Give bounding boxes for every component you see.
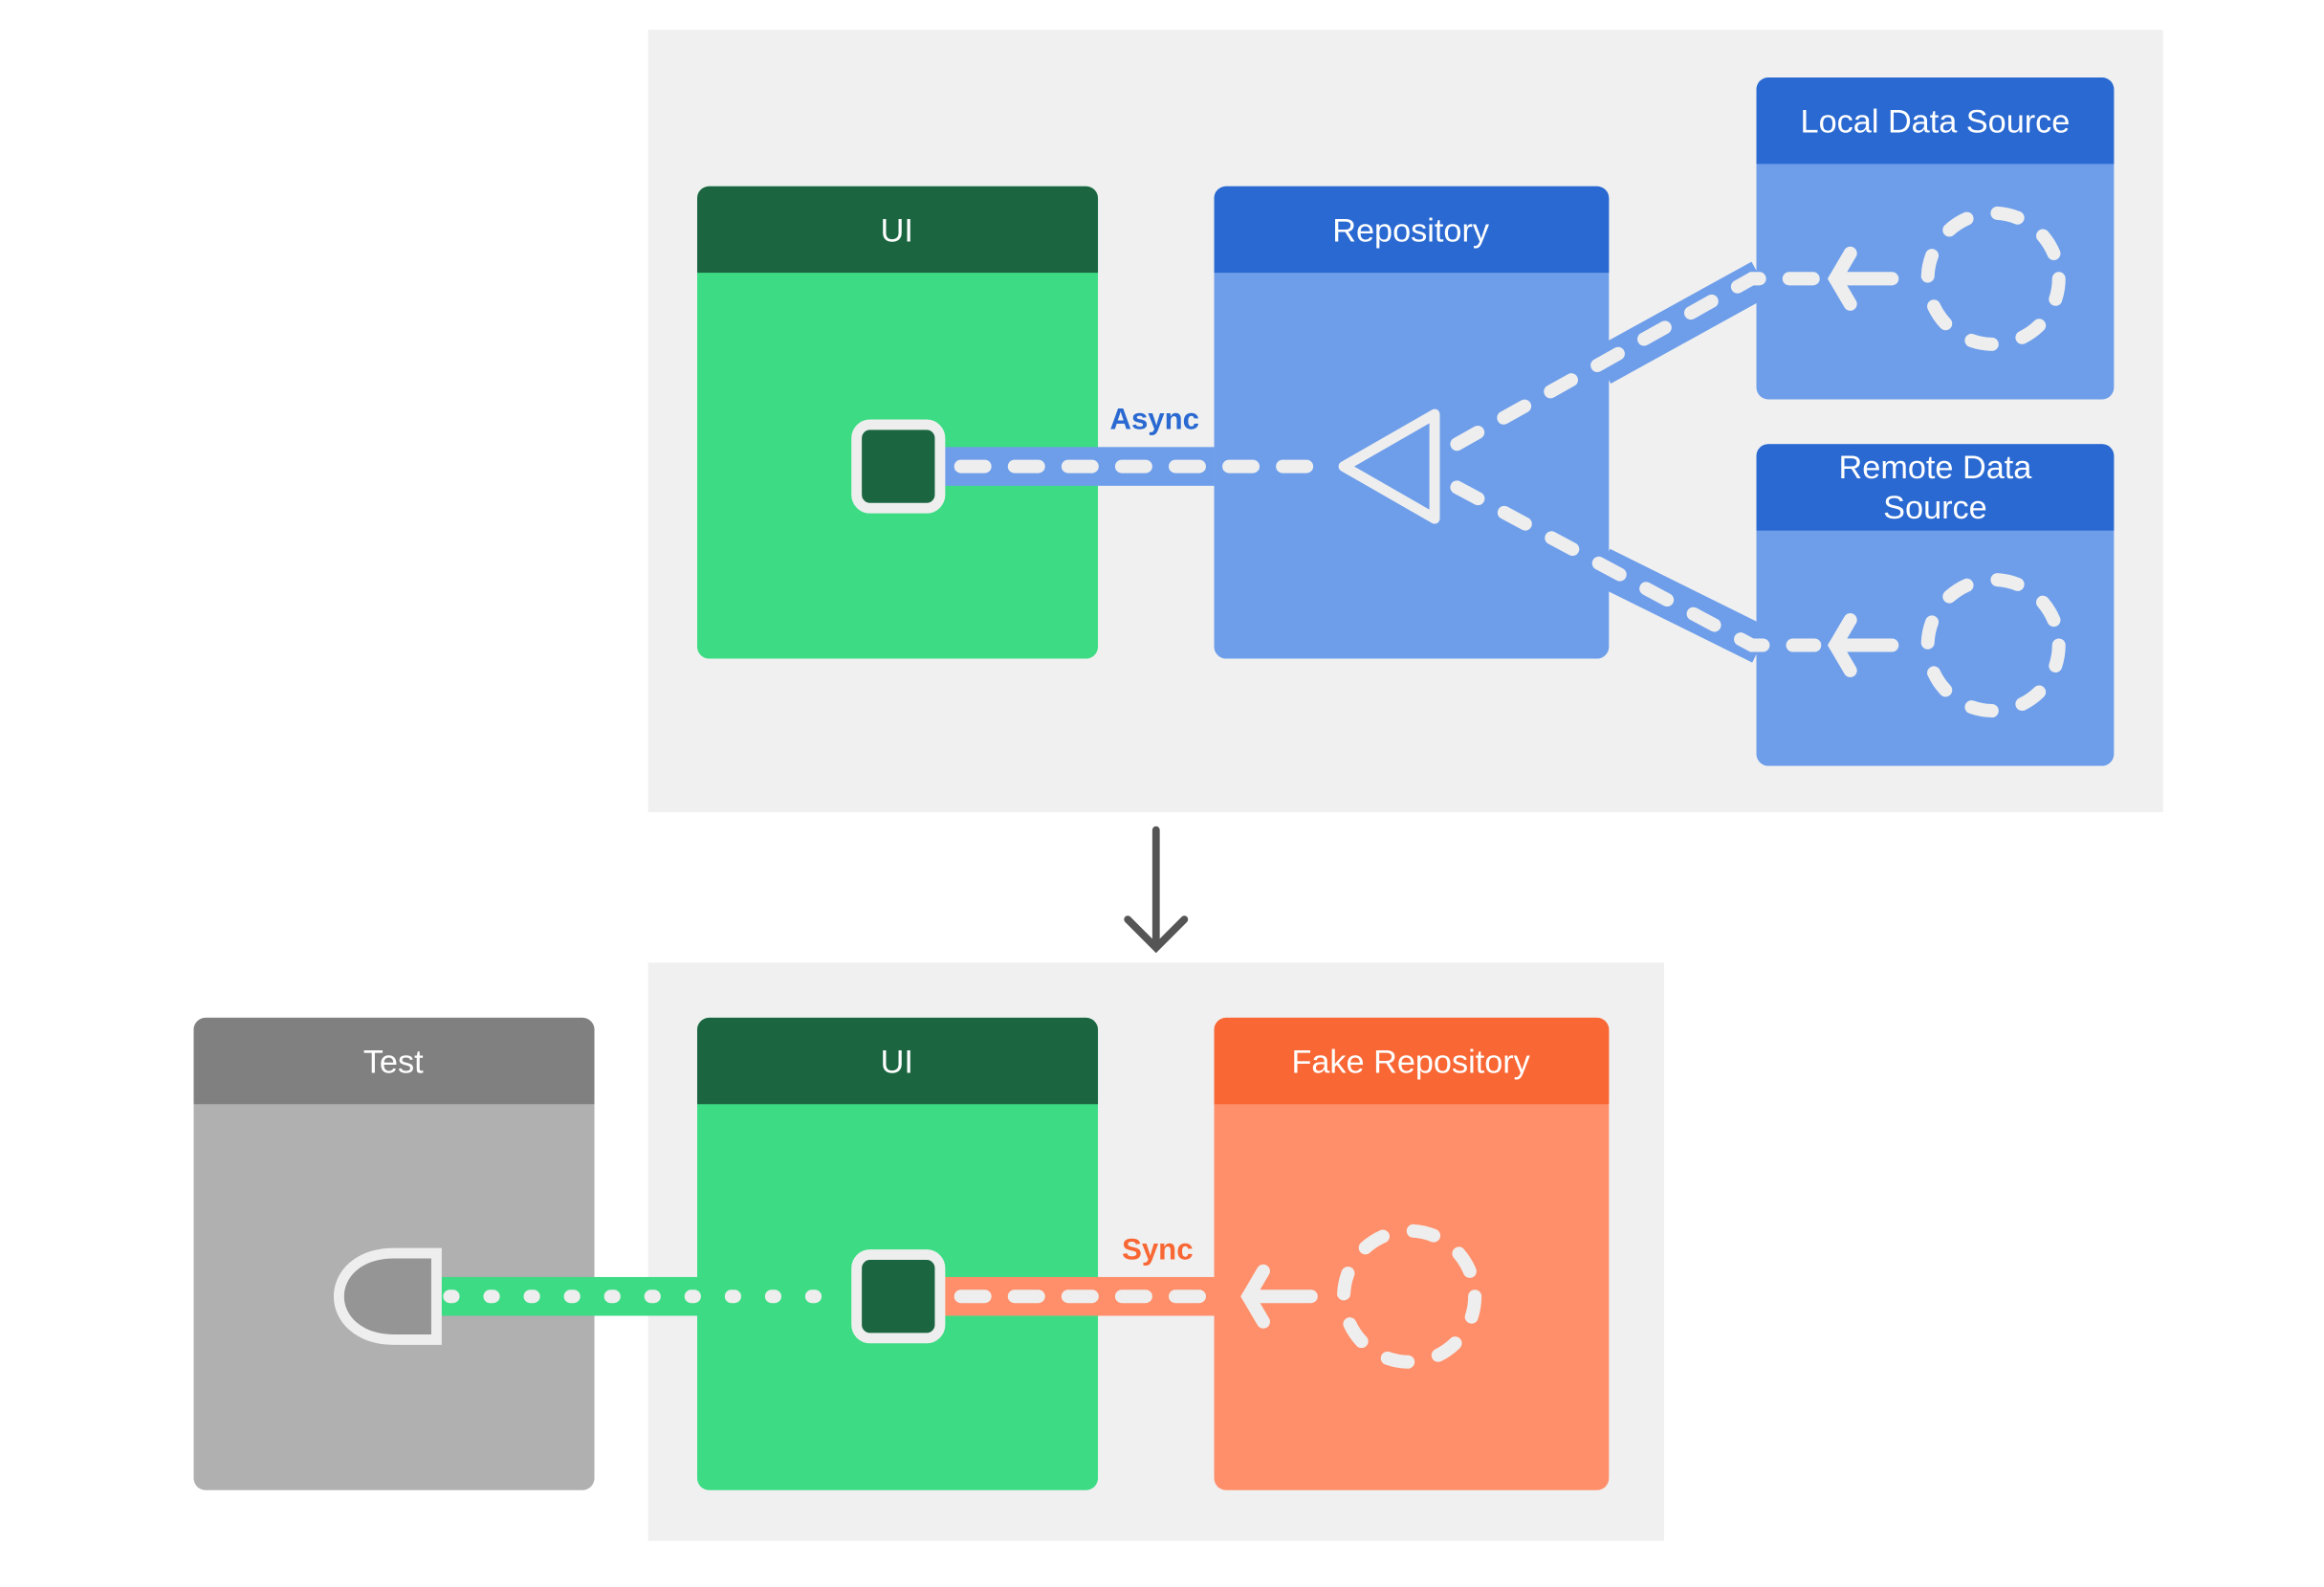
sync-connector-band xyxy=(898,1276,1215,1316)
async-connector-band xyxy=(898,447,1215,486)
remote-dashed-circle-icon xyxy=(1920,572,2066,718)
local-data-source-box: Local Data Source xyxy=(1756,77,2115,400)
remote-data-source-box: Remote Data Source xyxy=(1756,444,2115,766)
ui-test-component-square-icon xyxy=(851,1249,946,1344)
remote-data-source-title-line1: Remote Data xyxy=(1839,450,2033,486)
test-title: Test xyxy=(363,1045,424,1081)
sync-label: Sync xyxy=(1122,1232,1193,1266)
async-label: Async xyxy=(1109,403,1198,436)
local-dashed-line xyxy=(1450,272,1822,452)
test-probe-icon xyxy=(333,1247,442,1345)
test-connector-band xyxy=(437,1276,899,1316)
ui-component-square-icon xyxy=(851,419,946,514)
repository-title: Repository xyxy=(1332,212,1490,249)
local-dashed-circle-icon xyxy=(1920,206,2066,351)
fake-repository-title: Fake Repository xyxy=(1291,1045,1530,1081)
fake-dashed-circle-icon xyxy=(1337,1223,1482,1369)
local-arrow-left-icon xyxy=(1827,246,1899,311)
local-data-source-title: Local Data Source xyxy=(1801,104,2071,141)
remote-connector-band xyxy=(1592,548,1770,663)
remote-data-source-title-line2: Source xyxy=(1883,490,1987,526)
remote-arrow-left-icon xyxy=(1827,613,1899,677)
remote-dashed-line xyxy=(1450,480,1822,652)
fake-arrow-left-icon xyxy=(1240,1264,1318,1329)
local-connector-band xyxy=(1591,261,1770,384)
fake-repository-box: Fake Repository xyxy=(1214,1017,1610,1490)
merge-triangle-icon xyxy=(1338,408,1440,524)
ui-test-title: UI xyxy=(881,1045,913,1081)
ui-title: UI xyxy=(881,212,913,249)
down-arrow-icon xyxy=(1124,826,1189,954)
